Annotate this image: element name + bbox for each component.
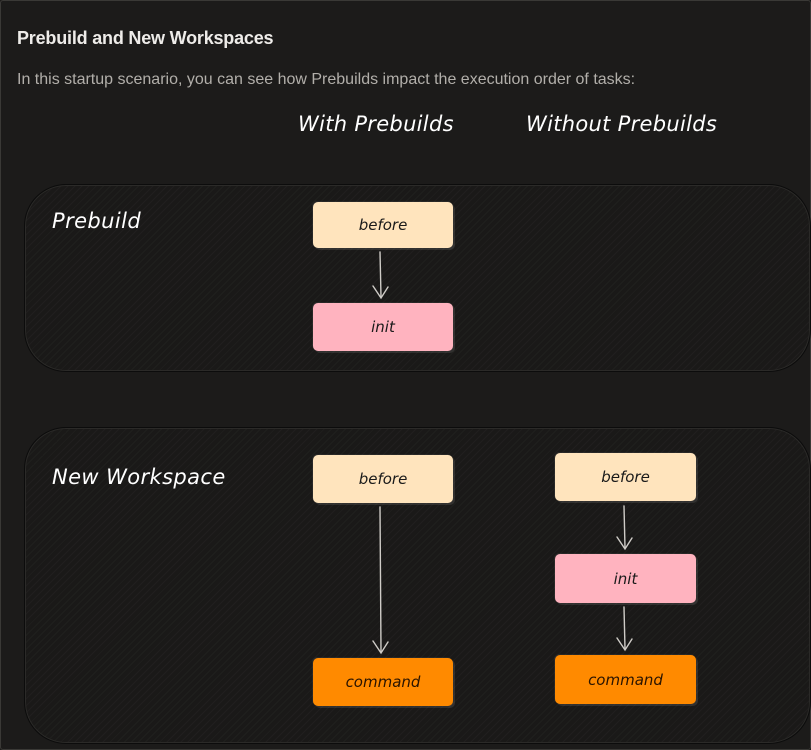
workspace-without-before-node: before <box>555 453 696 501</box>
prebuild-before-node: before <box>313 202 453 248</box>
column-header-with-prebuilds: With Prebuilds <box>298 112 454 136</box>
prebuild-init-node: init <box>313 303 453 351</box>
workspace-without-command-node: command <box>555 655 696 704</box>
section-heading: Prebuild and New Workspaces <box>17 28 274 48</box>
new-workspace-group-label: New Workspace <box>52 465 226 489</box>
section-intro: In this startup scenario, you can see ho… <box>17 71 636 88</box>
column-header-without-prebuilds: Without Prebuilds <box>526 112 718 136</box>
workspace-without-init-node: init <box>555 554 696 603</box>
workspace-with-command-node: command <box>313 658 453 706</box>
workspace-with-before-node: before <box>313 455 453 503</box>
prebuild-group-label: Prebuild <box>52 209 142 233</box>
